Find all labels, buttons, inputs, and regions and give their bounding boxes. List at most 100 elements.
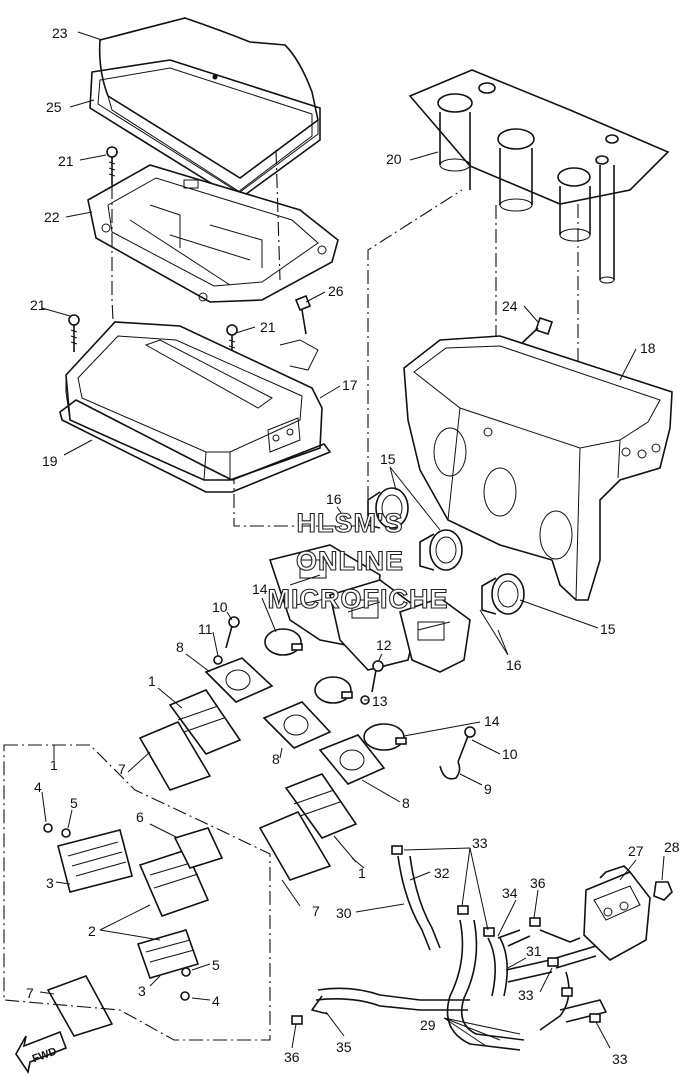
callout: 5 <box>212 957 220 973</box>
callout: 1 <box>50 757 58 773</box>
watermark-line-2: ONLINE <box>296 546 404 576</box>
washer-11 <box>213 655 223 665</box>
callout: 19 <box>42 453 58 469</box>
watermark-line-3: MICROFICHE <box>268 584 449 614</box>
clamp-14-c <box>363 723 407 751</box>
callout: 1 <box>148 673 156 689</box>
callout: 16 <box>506 657 522 673</box>
callout: 21 <box>260 319 276 335</box>
reed-block-3 <box>284 734 386 839</box>
callout: 26 <box>328 283 344 299</box>
bolt-21-left <box>68 314 80 352</box>
exploded-view-boundary <box>3 744 271 1041</box>
callout: 7 <box>118 761 126 777</box>
callout: 4 <box>34 779 42 795</box>
callout: 23 <box>52 25 68 41</box>
reed-gasket-lower <box>47 975 113 1037</box>
callout: 15 <box>380 451 396 467</box>
reed-block-1 <box>168 657 274 755</box>
bolt-21-upper <box>106 146 118 185</box>
callout: 7 <box>312 903 320 919</box>
carburetor-assembly <box>268 544 471 673</box>
callout: 15 <box>600 621 616 637</box>
callout: 32 <box>434 865 450 881</box>
hose-clips <box>291 845 601 1025</box>
reed-block-2 <box>262 701 332 749</box>
callout: 2 <box>88 923 96 939</box>
airbox-cover <box>98 17 319 193</box>
bolt-26 <box>294 294 312 335</box>
callout: 28 <box>664 839 680 855</box>
intake-joint-2 <box>419 529 463 571</box>
callout: 36 <box>530 875 546 891</box>
callout: 4 <box>212 993 220 1009</box>
callout: 20 <box>386 151 402 167</box>
bolt-10-upper <box>225 616 240 649</box>
callout: 13 <box>372 693 388 709</box>
callout: 14 <box>484 713 500 729</box>
leader-lines <box>39 31 665 1049</box>
reed-petals-bottom <box>136 929 200 979</box>
callout: 34 <box>502 885 518 901</box>
bolt-12 <box>371 660 384 693</box>
callout: 8 <box>176 639 184 655</box>
reed-gasket-upper <box>139 721 211 791</box>
callout-numbers: 23 25 21 22 21 21 26 20 24 18 17 19 15 1… <box>26 25 680 1067</box>
reed-gasket-middle <box>259 811 331 881</box>
callout: 27 <box>628 843 644 859</box>
callout: 14 <box>252 581 268 597</box>
callout: 36 <box>284 1049 300 1065</box>
airbox-gasket <box>59 399 331 493</box>
callout: 11 <box>198 621 213 637</box>
airbox-case <box>403 335 673 601</box>
airbox-lower <box>65 321 323 481</box>
callout: 29 <box>420 1017 436 1033</box>
watermark: HLSM'S ONLINE MICROFICHE <box>267 507 449 614</box>
callout: 24 <box>502 298 518 314</box>
callout: 18 <box>640 340 656 356</box>
callout: 8 <box>272 751 280 767</box>
washer-5-upper <box>61 828 71 838</box>
callout: 30 <box>336 905 352 921</box>
bolt-10-lower <box>457 726 476 763</box>
callout: 8 <box>402 795 410 811</box>
clamp-14-a <box>264 628 303 656</box>
callout: 9 <box>484 781 492 797</box>
callout: 6 <box>136 809 144 825</box>
intake-joint-3 <box>481 573 525 615</box>
callout: 7 <box>26 985 34 1001</box>
callout: 22 <box>44 209 60 225</box>
callout: 10 <box>502 746 518 762</box>
nut-28 <box>653 881 673 901</box>
callout: 12 <box>376 637 392 653</box>
washer-5-lower <box>181 967 191 977</box>
clip-9 <box>439 761 461 780</box>
fwd-arrow: FWD <box>15 1030 68 1075</box>
callout: 33 <box>612 1051 628 1067</box>
intake-joint-1 <box>367 487 409 529</box>
callout: 33 <box>518 987 534 1003</box>
reed-petals-left <box>57 829 133 893</box>
callout: 31 <box>526 943 542 959</box>
callout: 17 <box>342 377 358 393</box>
callout: 25 <box>46 99 62 115</box>
screw-4-lower <box>180 991 190 1001</box>
callout: 33 <box>472 835 488 851</box>
fuel-pump-27 <box>583 865 651 961</box>
callout: 5 <box>70 795 78 811</box>
cover-gasket <box>89 59 321 201</box>
intake-silencer <box>408 69 670 284</box>
screw-4-upper <box>43 823 53 833</box>
callout: 21 <box>30 297 46 313</box>
callout: 16 <box>326 491 342 507</box>
reed-frame <box>87 164 339 303</box>
callout: 35 <box>336 1039 352 1055</box>
callout: 1 <box>358 865 366 881</box>
reed-stopper-6 <box>173 827 224 869</box>
clamp-14-b <box>314 676 353 704</box>
watermark-line-1: HLSM'S <box>297 508 404 538</box>
fuel-hoses <box>311 855 607 1051</box>
callout: 10 <box>212 599 228 615</box>
callout: 3 <box>138 983 146 999</box>
